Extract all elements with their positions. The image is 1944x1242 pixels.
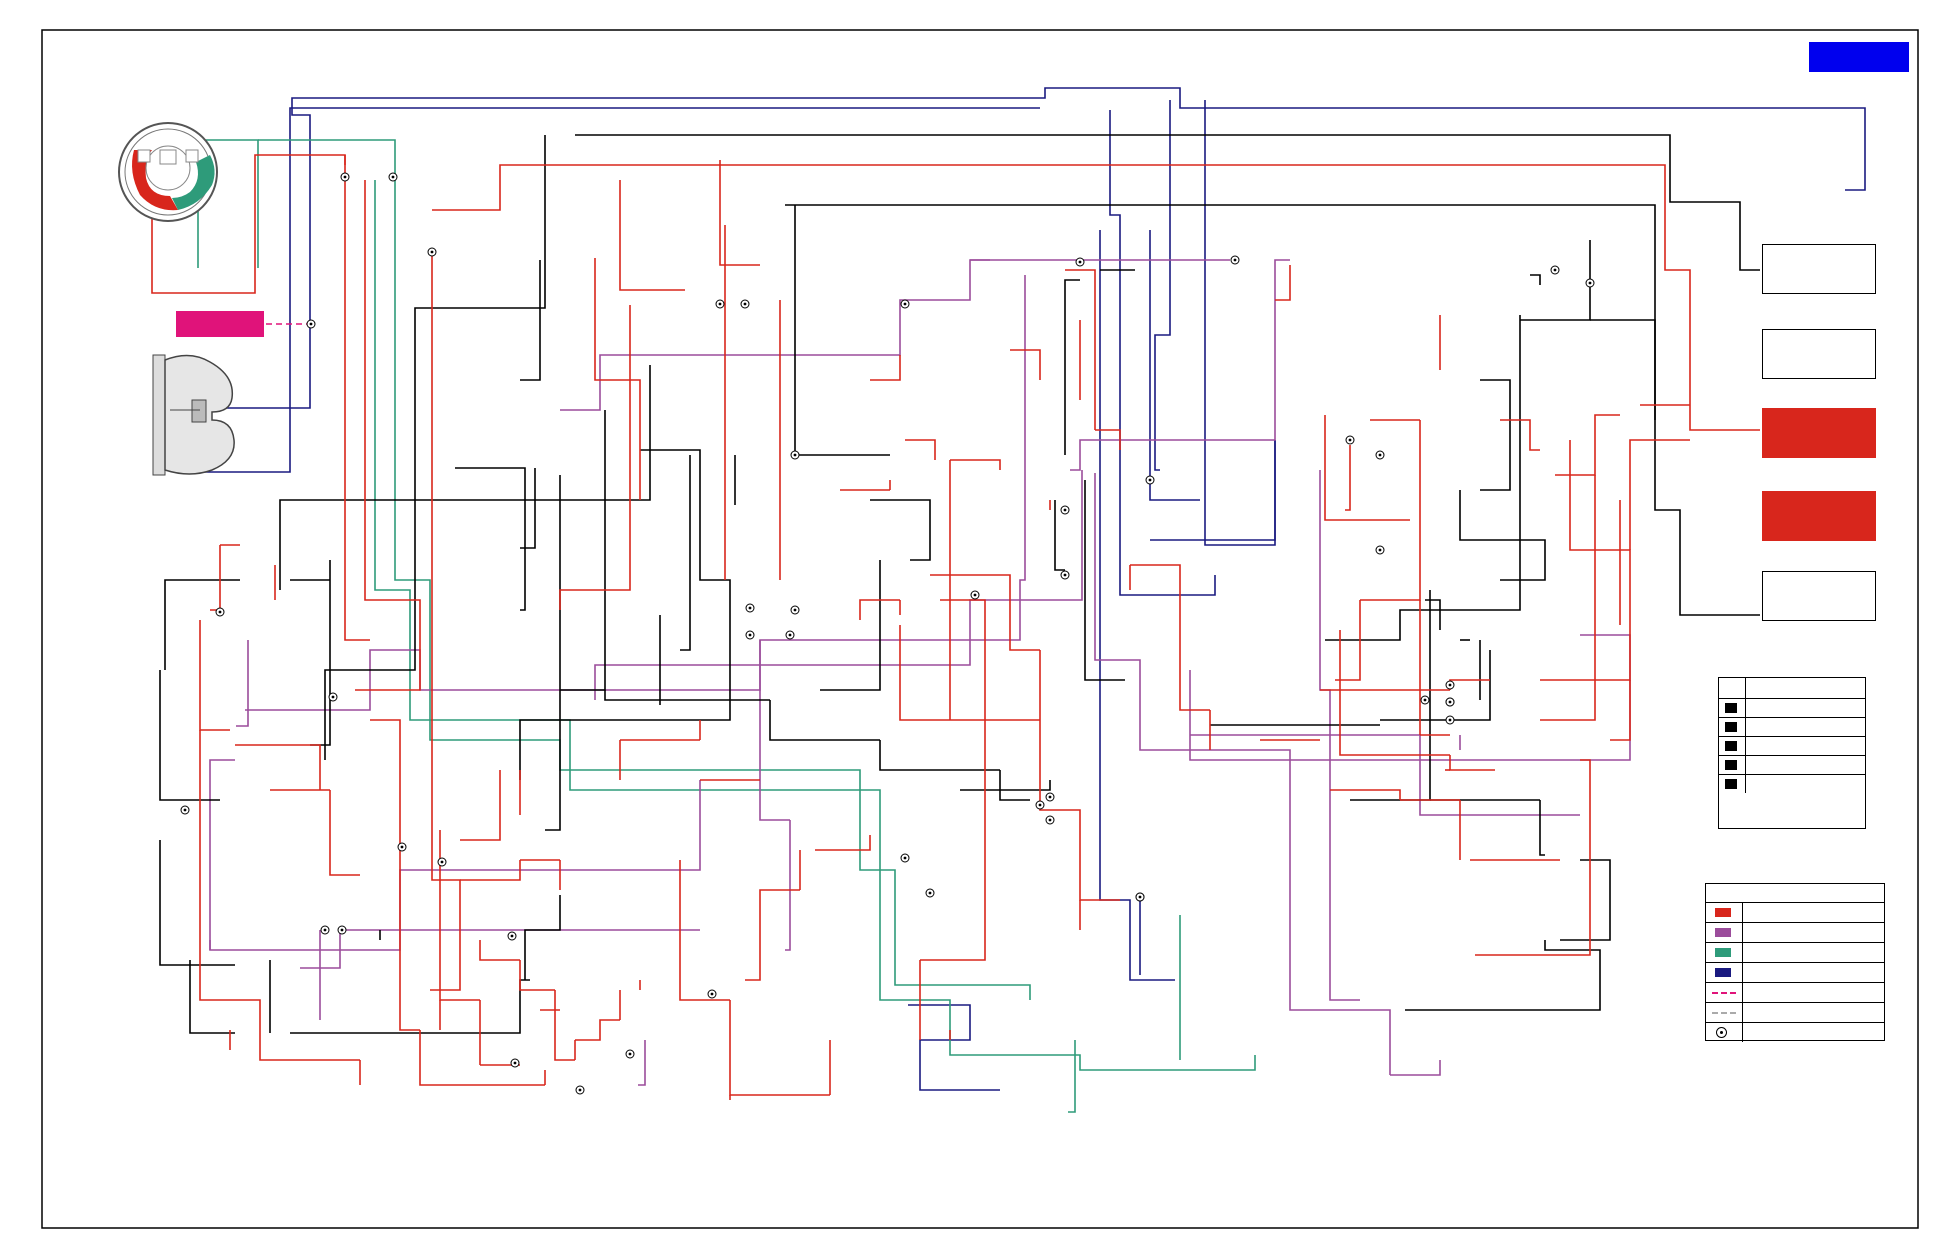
torque-converter-icon	[152, 354, 235, 476]
table-row	[1719, 699, 1865, 718]
hydraulic-lines	[151, 87, 1866, 1113]
pump-gear-icon	[118, 122, 218, 222]
legend-row-modulated	[1706, 923, 1884, 943]
table-row	[1719, 737, 1865, 756]
orifice-icon	[1716, 1027, 1727, 1038]
component-table	[1718, 677, 1866, 829]
title-box	[1809, 42, 1909, 72]
side-box-5	[1762, 571, 1876, 621]
magenta-sensor-box	[176, 311, 264, 337]
legend-row-suction	[1706, 963, 1884, 983]
side-box-3	[1762, 408, 1876, 458]
legend-row-lube	[1706, 943, 1884, 963]
table-row	[1719, 718, 1865, 737]
table-row	[1719, 756, 1865, 775]
orifice-dots	[180, 172, 1595, 1095]
legend-row-dash-gray	[1706, 1003, 1884, 1023]
legend-header	[1706, 884, 1884, 903]
side-box-2	[1762, 329, 1876, 379]
side-box-4	[1762, 491, 1876, 541]
legend-row-line-pressure	[1706, 903, 1884, 923]
legend-row-dash-red	[1706, 983, 1884, 1003]
side-box-1	[1762, 244, 1876, 294]
legend-row-orifice	[1706, 1023, 1884, 1042]
fluid-legend	[1705, 883, 1885, 1042]
table-row	[1719, 678, 1865, 699]
table-row	[1719, 775, 1865, 793]
